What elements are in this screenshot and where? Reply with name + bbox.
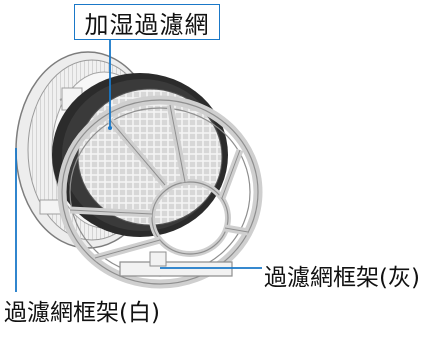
gray-filter-frame: [57, 95, 263, 289]
leader-dot-humidifying-filter: [108, 126, 112, 130]
label-filter-frame-gray: 過濾網框架(灰): [264, 265, 420, 291]
label-humidifying-filter: 加湿過濾網: [74, 4, 220, 40]
label-filter-frame-white: 過濾網框架(白): [4, 300, 160, 326]
